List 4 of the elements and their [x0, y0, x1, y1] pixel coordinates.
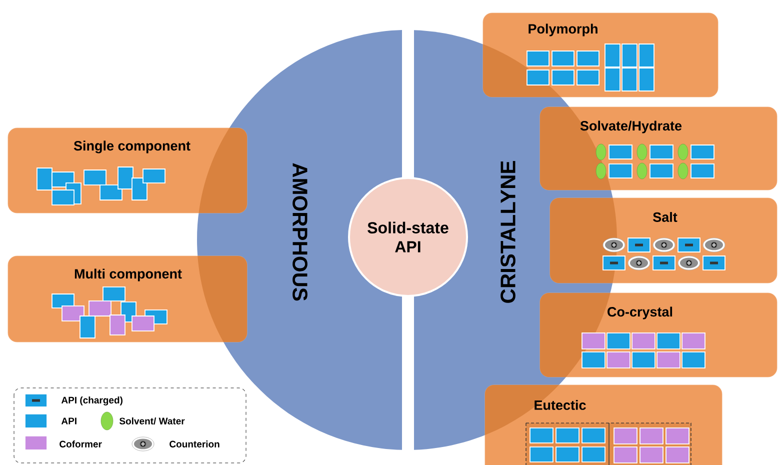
legend-label: Solvent/ Water: [119, 417, 185, 425]
legend-label: API: [61, 418, 76, 424]
legend-label: API (charged): [61, 396, 122, 406]
legend-label: Coformer: [60, 440, 102, 448]
